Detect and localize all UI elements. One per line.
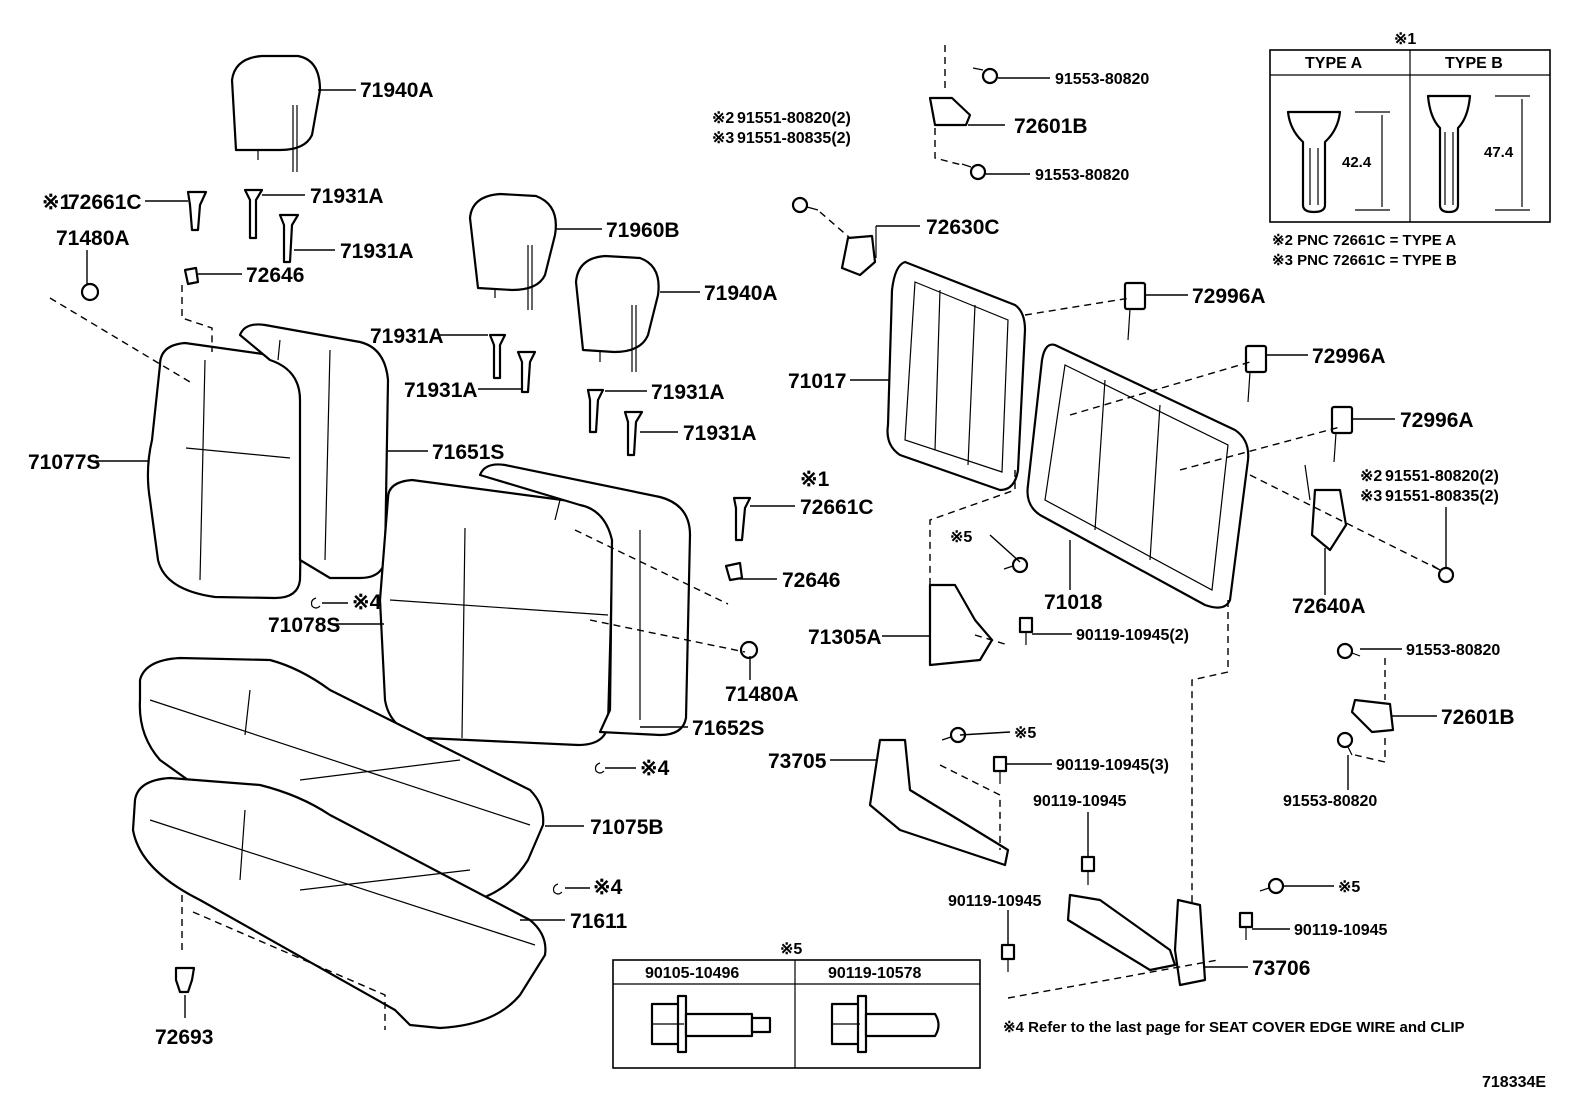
label-71480A-left: 71480A — [56, 227, 130, 250]
mark-2-b: ※2 — [1360, 468, 1382, 485]
bolt-b-header: 90119-10578 — [828, 965, 922, 982]
label-72646-left: 72646 — [246, 264, 304, 287]
mark-1-right: ※1 — [800, 468, 830, 491]
label-91553-2: 91553-80820 — [1035, 167, 1129, 184]
label-71017: 71017 — [788, 370, 846, 393]
bolt-table: ※5 90105-10496 90119-10578 — [612, 941, 981, 1069]
label-91553-1: 91553-80820 — [1055, 71, 1149, 88]
type-b-header: TYPE B — [1445, 55, 1503, 72]
label-71480A-right: 71480A — [725, 683, 799, 706]
label-90119-2: 90119-10945(2) — [1076, 627, 1189, 644]
headrest-guides — [80, 188, 759, 994]
label-73706: 73706 — [1252, 957, 1310, 980]
type-note-3: ※3 PNC 72661C = TYPE B — [1272, 252, 1457, 269]
mark-4-a: ※4 — [352, 591, 382, 614]
hinges-and-brackets — [840, 96, 1395, 987]
label-71931A-3: 71931A — [370, 325, 444, 348]
type-b-dimension: 47.4 — [1484, 144, 1514, 161]
label-72630C: 72630C — [926, 216, 1000, 239]
label-71077S: 71077S — [28, 451, 100, 474]
label-71940A-mid: 71940A — [704, 282, 778, 305]
frame-71017 — [886, 260, 1027, 492]
label-72996A-2: 72996A — [1312, 345, 1386, 368]
label-72601B-top: 72601B — [1014, 115, 1088, 138]
mark-3-a: ※3 — [712, 130, 734, 147]
label-90119-b: 90119-10945 — [948, 893, 1042, 910]
type-a-dimension: 42.4 — [1342, 154, 1372, 171]
label-91551-c: 91551-80820(2) — [1385, 468, 1499, 485]
type-table: ※1 TYPE A TYPE B 42.4 47.4 ※2 PNC 72661C… — [1269, 31, 1551, 269]
footnote-text: ※4 Refer to the last page for SEAT COVER… — [1003, 1019, 1465, 1036]
label-72601B-bot: 72601B — [1441, 706, 1515, 729]
label-91551-b: 91551-80835(2) — [737, 130, 851, 147]
leader-lines — [86, 77, 1447, 1018]
bolt-a-header: 90105-10496 — [645, 965, 739, 982]
cushion-71075B — [138, 656, 545, 907]
seatback-71078S — [378, 478, 615, 747]
label-91553-4: 91553-80820 — [1283, 793, 1377, 810]
label-71651S: 71651S — [432, 441, 504, 464]
label-71931A-5: 71931A — [651, 381, 725, 404]
label-91553-3: 91553-80820 — [1406, 642, 1500, 659]
bolt-a-drawing — [650, 994, 772, 1054]
mark-5-c: ※5 — [1338, 879, 1360, 896]
label-72996A-3: 72996A — [1400, 409, 1474, 432]
label-72996A-1: 72996A — [1192, 285, 1266, 308]
type-table-mark: ※1 — [1394, 31, 1416, 48]
part-labels: 71940A ※1 72661C 71931A 71931A 72646 714… — [28, 71, 1515, 1049]
label-72661C-left: 72661C — [68, 191, 142, 214]
label-72640A: 72640A — [1292, 595, 1366, 618]
label-72693: 72693 — [155, 1026, 213, 1049]
type-a-header: TYPE A — [1305, 55, 1363, 72]
label-72646-right: 72646 — [782, 569, 840, 592]
headrest-71940A-top — [230, 54, 322, 172]
label-71075B: 71075B — [590, 816, 664, 839]
label-71931A-2: 71931A — [340, 240, 414, 263]
label-71078S: 71078S — [268, 614, 340, 637]
label-90119-a: 90119-10945 — [1033, 793, 1127, 810]
dashed-connectors — [49, 45, 1441, 1030]
label-90119-c: 90119-10945 — [1294, 922, 1388, 939]
label-71940A-top: 71940A — [360, 79, 434, 102]
cushion-71611 — [131, 776, 547, 1030]
mark-4-c: ※4 — [593, 876, 623, 899]
frame-71018 — [1026, 343, 1250, 609]
mark-5-a: ※5 — [950, 529, 972, 546]
label-71652S: 71652S — [692, 717, 764, 740]
label-91551-d: 91551-80835(2) — [1385, 488, 1499, 505]
label-71018: 71018 — [1044, 591, 1103, 614]
label-71931A-1: 71931A — [310, 185, 384, 208]
label-73705: 73705 — [768, 750, 827, 773]
label-90119-3: 90119-10945(3) — [1056, 757, 1169, 774]
type-note-2: ※2 PNC 72661C = TYPE A — [1272, 232, 1456, 249]
headrest-71940A-mid — [574, 254, 660, 372]
clips-72996A — [1123, 281, 1354, 463]
label-71960B: 71960B — [606, 219, 680, 242]
mark-3-b: ※3 — [1360, 488, 1382, 505]
label-71611: 71611 — [570, 910, 628, 933]
figure-id: 718334E — [1482, 1074, 1546, 1091]
label-72661C-right: 72661C — [800, 496, 874, 519]
bolt-b-drawing — [830, 994, 940, 1054]
seatback-71077S — [146, 341, 305, 600]
bolt-table-mark: ※5 — [780, 941, 802, 958]
label-91551-a: 91551-80820(2) — [737, 110, 851, 127]
mark-5-b: ※5 — [1014, 725, 1036, 742]
label-71931A-4: 71931A — [404, 379, 478, 402]
label-71931A-6: 71931A — [683, 422, 757, 445]
mark-2-a: ※2 — [712, 110, 734, 127]
mark-1-left: ※1 — [42, 191, 72, 214]
headrest-71960B — [468, 192, 557, 310]
label-71305A: 71305A — [808, 626, 882, 649]
mark-4-b: ※4 — [640, 757, 670, 780]
